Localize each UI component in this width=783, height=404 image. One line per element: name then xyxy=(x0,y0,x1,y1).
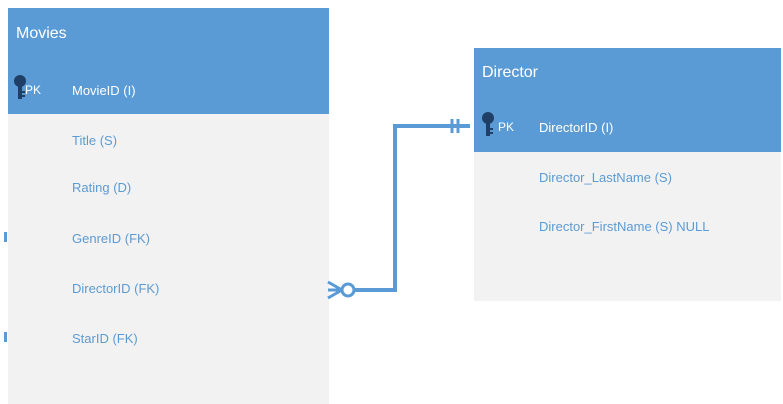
movies-pk-field: MovieID (I) xyxy=(72,83,136,98)
relationship-line xyxy=(350,124,470,292)
movies-field-title: Title (S) xyxy=(72,133,118,148)
movies-title: Movies xyxy=(8,8,329,63)
movies-field-starid: StarID (FK) xyxy=(72,331,138,346)
key-icon xyxy=(14,75,26,99)
director-pk-label: PK xyxy=(498,120,515,134)
star-connector-stub xyxy=(4,332,7,342)
key-icon xyxy=(482,112,494,136)
genre-connector-stub xyxy=(4,232,7,242)
movies-pk-label: PK xyxy=(25,83,42,97)
movies-field-directorid: DirectorID (FK) xyxy=(72,281,160,296)
director-title: Director xyxy=(474,48,781,100)
director-pk-row[interactable]: PK DirectorID (I) xyxy=(474,100,781,152)
movies-pk-row[interactable]: PK MovieID (I) xyxy=(8,63,329,114)
zero-mark xyxy=(340,282,356,298)
movies-field-rating: Rating (D) xyxy=(72,180,132,195)
movies-entity[interactable]: Movies PK MovieID (I) Title (S) Rating (… xyxy=(8,8,329,404)
director-entity[interactable]: Director PK DirectorID (I) Director_Last… xyxy=(474,48,781,301)
director-field-lastname: Director_LastName (S) xyxy=(539,170,672,185)
movies-field-genreid: GenreID (FK) xyxy=(72,231,151,246)
director-field-firstname: Director_FirstName (S) NULL xyxy=(539,219,710,234)
director-pk-field: DirectorID (I) xyxy=(539,120,614,135)
crowfoot-lower xyxy=(327,288,343,300)
